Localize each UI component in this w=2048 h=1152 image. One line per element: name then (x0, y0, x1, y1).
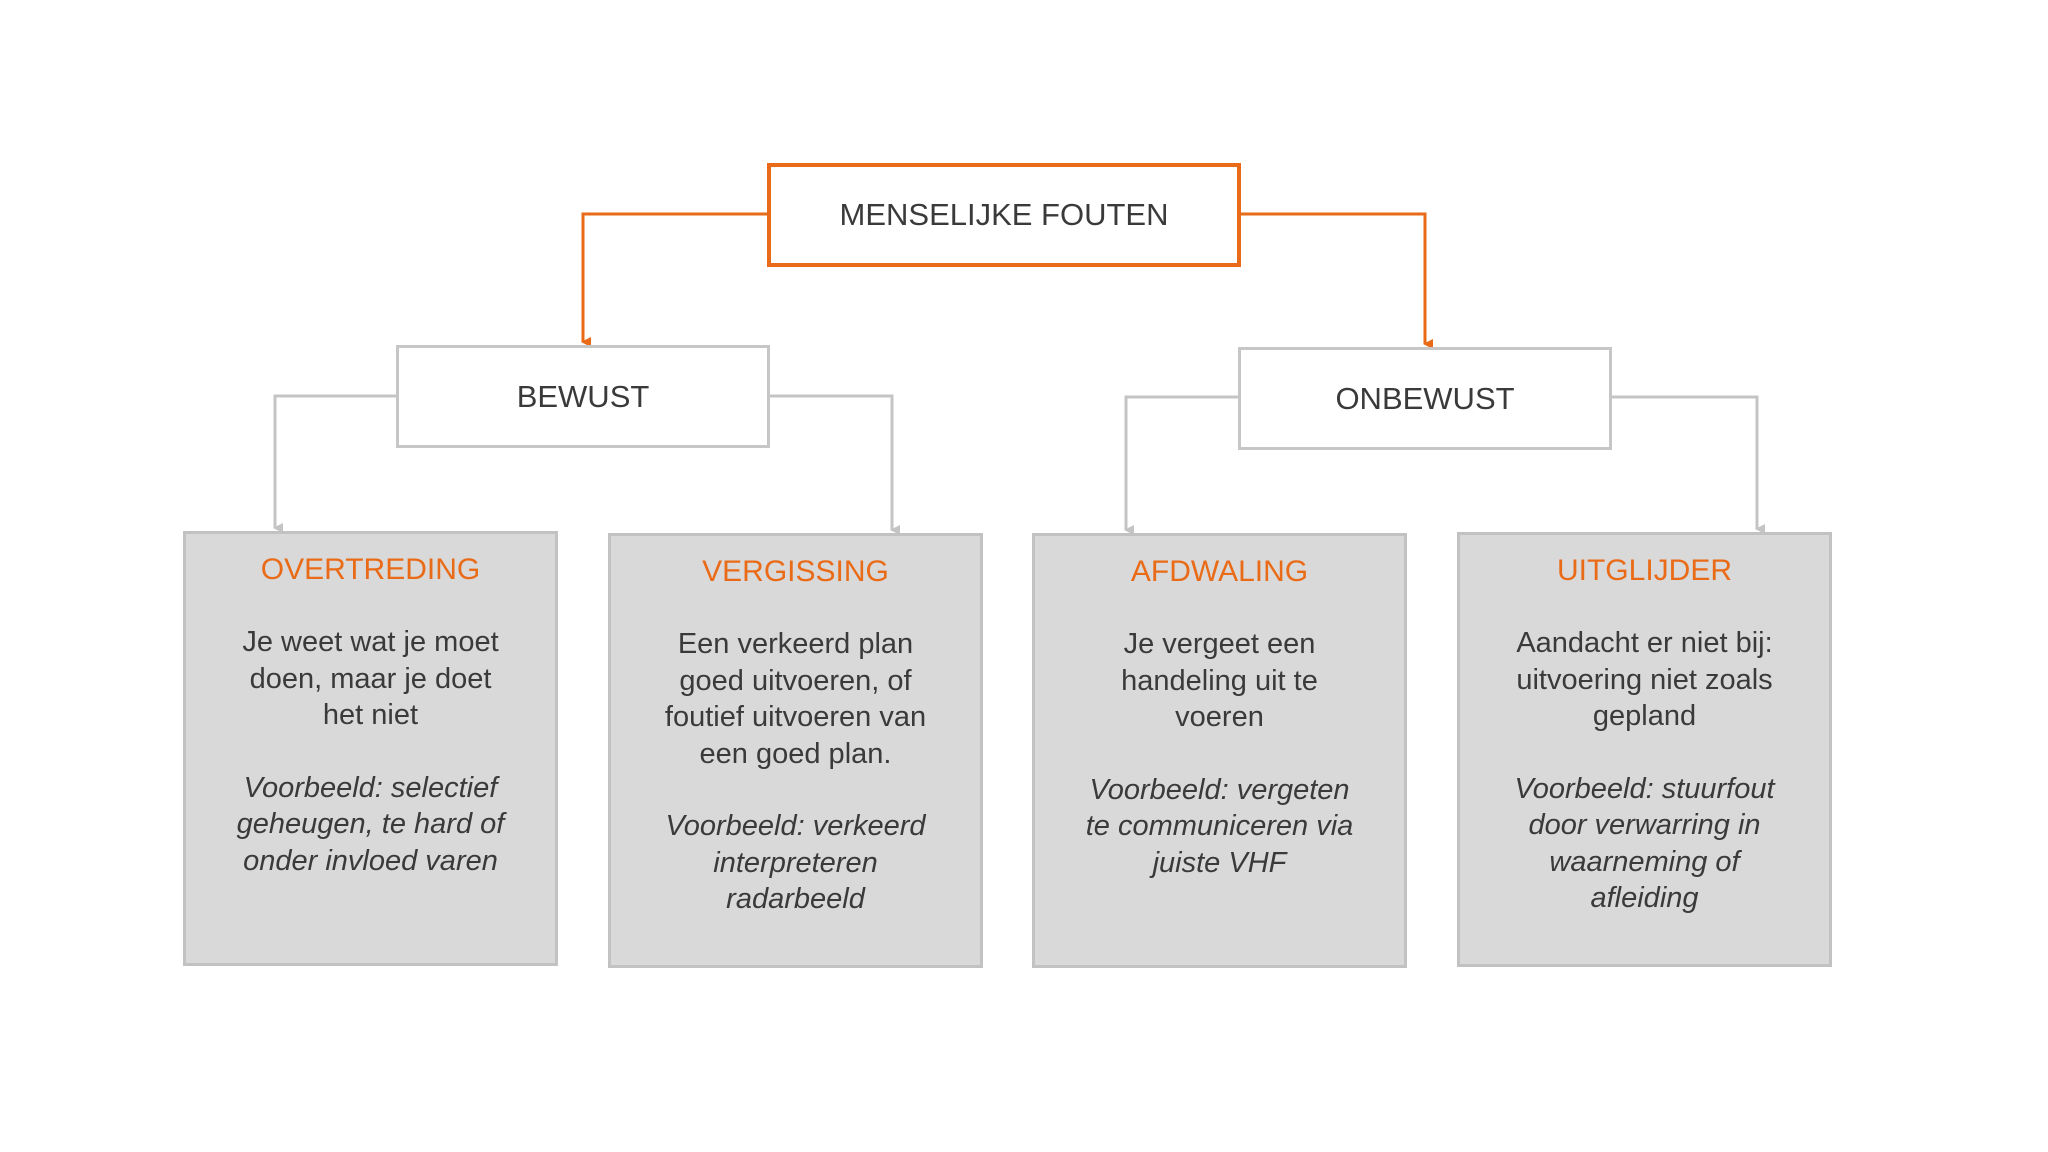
leaf-description-afdwaling: Je vergeet een handeling uit te voeren (1121, 628, 1318, 733)
leaf-example-afdwaling: Voorbeeld: vergeten te communiceren via … (1085, 773, 1354, 879)
leaf-description-vergissing: Een verkeerd plan goed uitvoeren, of fou… (664, 628, 927, 770)
leaf-box-overtreding: OVERTREDING Je weet wat je moet doen, ma… (183, 531, 558, 966)
leaf-description-uitglijder: Aandacht er niet bij: uitvoering niet zo… (1516, 627, 1773, 732)
connector-bewust-to-overtreding (273, 394, 396, 533)
connector-bewust-to-vergissing (770, 394, 900, 535)
connector-onbewust-to-uitglijder (1612, 395, 1765, 534)
leaf-description-overtreding: Je weet wat je moet doen, maar je doet h… (242, 626, 499, 731)
leaf-box-vergissing: VERGISSING Een verkeerd plan goed uitvoe… (608, 533, 983, 968)
leaf-example-overtreding: Voorbeeld: selectief geheugen, te hard o… (236, 771, 505, 877)
leaf-title-vergissing: VERGISSING (702, 555, 889, 588)
leaf-title-afdwaling: AFDWALING (1130, 555, 1309, 588)
leaf-box-afdwaling: AFDWALING Je vergeet een handeling uit t… (1032, 533, 1407, 968)
category-label-onbewust: ONBEWUST (1335, 380, 1515, 416)
category-node-onbewust: ONBEWUST (1238, 347, 1612, 450)
category-label-bewust: BEWUST (516, 378, 650, 414)
leaf-title-uitglijder: UITGLIJDER (1556, 554, 1733, 587)
category-node-bewust: BEWUST (396, 345, 770, 448)
leaf-example-vergissing: Voorbeeld: verkeerd interpreteren radarb… (665, 810, 926, 915)
leaf-example-uitglijder: Voorbeeld: stuurfout door verwarring in … (1514, 772, 1775, 915)
connector-root-to-onbewust (1241, 212, 1433, 349)
leaf-title-overtreding: OVERTREDING (260, 553, 481, 586)
root-node-label: MENSELIJKE FOUTEN (839, 197, 1169, 232)
connector-root-to-bewust (581, 212, 767, 347)
root-node-menselijke-fouten: MENSELIJKE FOUTEN (767, 163, 1241, 267)
leaf-box-uitglijder: UITGLIJDER Aandacht er niet bij: uitvoer… (1457, 532, 1832, 967)
connector-onbewust-to-afdwaling (1124, 395, 1238, 535)
